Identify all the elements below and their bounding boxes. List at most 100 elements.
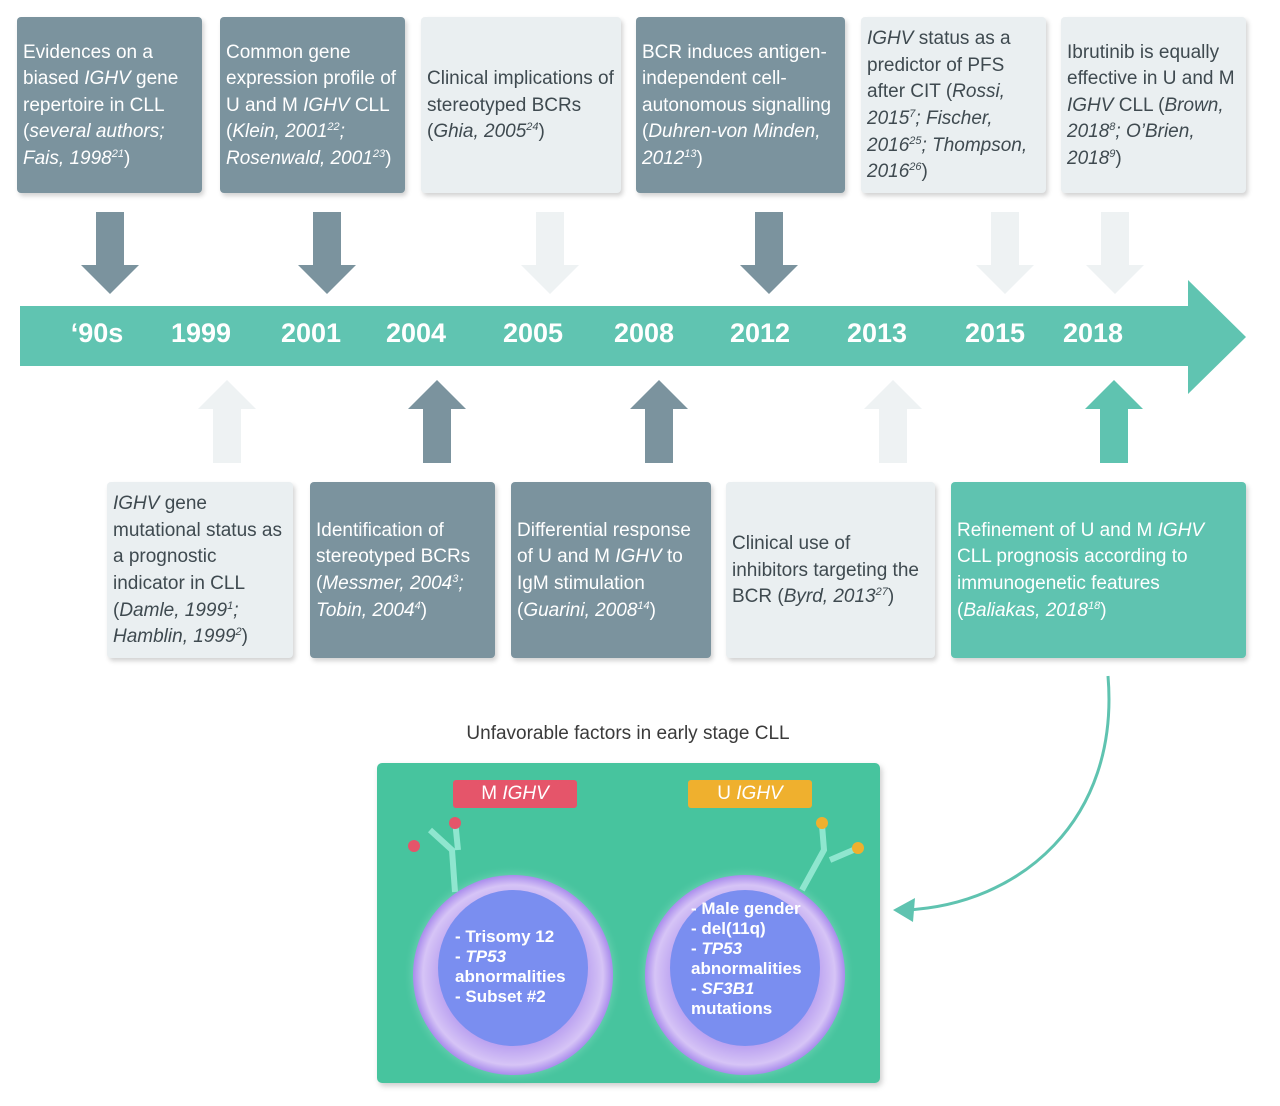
milestone-text: ) [921,161,928,183]
milestone-text: status as a predictor of PFS after CIT ( [867,28,1011,103]
reference-number: 9 [1109,147,1116,160]
antigen-dot [852,842,864,854]
milestone-text: ) [887,586,895,608]
reference-number: 8 [1109,121,1116,134]
milestone-text: Brown, 2018 [1067,94,1224,143]
factor-text: abnormalities [455,967,566,986]
milestone-text: IGHV [1067,94,1114,116]
factor-text: mutations [691,999,773,1018]
tag-prefix: M [481,783,503,804]
factor-line: mutations [691,999,802,1019]
year-label: 1999 [170,318,232,348]
down-arrow-icon [976,212,1034,294]
u-ighv-tag: U IGHV [688,780,812,808]
milestone-text: Identification of stereotyped BCRs ( [316,519,471,594]
reference-number: 26 [909,161,922,174]
panel-title: Unfavorable factors in early stage CLL [466,723,790,744]
up-arrow-icon [198,380,256,463]
milestone-text: IGHV [615,546,662,568]
milestone-text: Klein, 2001 [232,121,328,143]
milestone-text: IGHV [1157,519,1205,541]
milestone-text: ; Tobin, 2004 [316,573,464,621]
milestone-text: ) [1100,599,1107,621]
year-label: 2015 [964,318,1026,348]
milestone-text: Clinical implications of stereotyped BCR… [427,68,614,143]
tag-prefix: U [717,783,737,804]
gene-name: TP53 [701,939,743,958]
milestone-text: CLL ( [1113,94,1165,116]
antigen-dot [816,817,828,829]
milestone-text: ; O’Brien, 2018 [1067,121,1195,169]
down-arrow-icon [1086,212,1144,294]
milestone-text: ; Thompson, 2016 [867,134,1028,183]
milestone-text: IGHV [113,493,160,515]
factor-line: - SF3B1 [691,979,802,999]
milestone-text: IGHV [867,28,914,50]
milestone-text: Ghia, 2005 [433,121,527,143]
milestone-box: BCR induces antigen-independent cell-aut… [636,17,845,193]
milestone-box: Clinical implications of stereotyped BCR… [421,17,621,193]
factor-text: - [691,939,702,958]
factor-text: - [455,947,466,966]
milestone-box: Ibrutinib is equally effective in U and … [1061,17,1246,193]
timeline-arrow [20,280,1246,394]
milestone-text: ) [420,599,428,621]
reference-number: 22 [327,121,340,134]
factor-line: - TP53 [691,939,802,959]
reference-number: 23 [372,147,386,160]
gene-name: TP53 [465,947,507,966]
milestone-text: Rossi, 2015 [867,81,1005,129]
factor-text: - [691,979,702,998]
reference-number: 21 [111,147,124,160]
reference-number: 1 [227,599,234,612]
milestone-text: ) [241,626,248,648]
milestone-text: ) [1115,147,1122,169]
antigen-dot [408,840,420,852]
milestone-text: several authors; Fais, 1998 [23,121,165,169]
milestone-text: Clinical use of inhibitors targeting the… [732,533,919,608]
m-cell [403,817,623,1085]
year-label: ‘90s [70,318,124,348]
milestone-box: Identification of stereotyped BCRs (Mess… [310,482,495,658]
tag-gene: IGHV [736,783,783,804]
up-arrow-icon [864,380,922,463]
milestone-text: to IgM stimulation ( [517,546,683,621]
u-cell [635,817,864,1085]
factor-line: - Trisomy 12 [455,927,566,947]
milestone-text: Common gene expression profile of U and … [226,41,397,116]
up-arrow-icon [630,380,688,463]
factor-text: - Trisomy 12 [455,927,555,946]
factor-line: - del(11q) [691,919,802,939]
down-arrow-icon [740,212,798,294]
reference-number: 27 [875,586,888,599]
reference-number: 18 [1087,599,1101,612]
milestone-text: Evidences on a biased [23,41,153,90]
factor-text: - Subset #2 [455,987,546,1006]
down-arrow-icon [81,212,139,294]
milestone-text: ; Rosenwald, 2001 [226,121,373,169]
milestone-box: IGHV status as a predictor of PFS after … [861,17,1046,193]
milestone-text: gene mutational status as a prognostic i… [113,493,282,621]
gene-name: SF3B1 [701,979,755,998]
factor-text: - Male gender [691,899,801,918]
milestone-box: Refinement of U and M IGHV CLL prognosis… [951,482,1246,658]
milestone-box: Differential response of U and M IGHV to… [511,482,711,658]
milestone-text: Guarini, 2008 [523,599,638,621]
milestone-text: Byrd, 2013 [783,586,876,608]
factor-line: abnormalities [455,967,566,987]
milestone-box: Clinical use of inhibitors targeting the… [726,482,935,658]
reference-number: 14 [637,599,650,612]
milestone-text: Differential response of U and M [517,519,691,568]
milestone-text: BCR induces antigen-independent cell-aut… [642,41,832,143]
year-label: 2012 [729,318,791,348]
milestone-text: Messmer, 2004 [322,573,453,594]
reference-number: 25 [909,134,922,147]
down-arrow-icon [298,212,356,294]
factor-line: - TP53 [455,947,566,967]
milestone-text: Ibrutinib is equally effective in U and … [1067,41,1235,90]
m-ighv-tag: M IGHV [453,780,577,808]
milestone-text: Damle, 1999 [119,599,228,621]
milestone-box: IGHV gene mutational status as a prognos… [107,482,293,658]
